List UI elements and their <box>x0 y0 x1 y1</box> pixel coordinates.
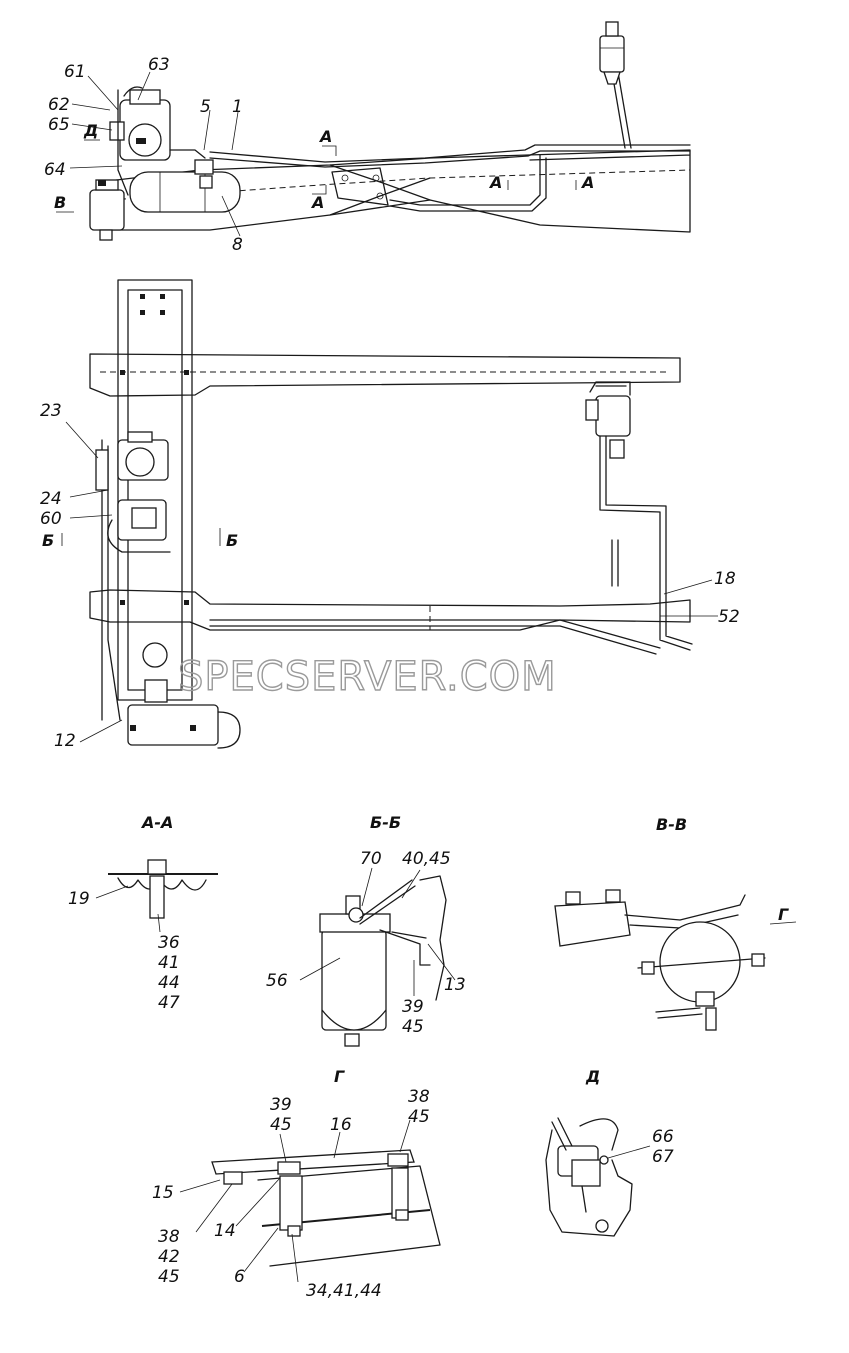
label-g-6: 6 <box>234 1267 245 1287</box>
bracket-bolt <box>376 192 384 200</box>
plan-right-filter <box>585 381 631 459</box>
label-44: 44 <box>158 973 180 993</box>
leader-lines-side <box>69 71 241 237</box>
label-36: 36 <box>158 933 180 953</box>
label-63: 63 <box>148 55 170 75</box>
marker-g: Г <box>778 905 789 924</box>
bracket-bolt <box>341 174 349 182</box>
label-13: 13 <box>444 975 466 995</box>
watermark-text: SPECSERVER.COM <box>178 654 557 700</box>
label-12: 12 <box>54 731 76 751</box>
marker-b-right: Б <box>226 531 238 550</box>
plan-pump-assembly <box>95 431 171 721</box>
top-filter <box>599 21 625 85</box>
front-filter-side <box>89 179 125 241</box>
label-64: 64 <box>44 160 66 180</box>
label-67: 67 <box>652 1147 674 1167</box>
marker-a-bottom: А <box>310 193 324 212</box>
label-g-15: 15 <box>152 1183 174 1203</box>
section-title-vv: В-В <box>656 815 687 834</box>
label-62: 62 <box>48 95 70 115</box>
plan-pipes-lower <box>209 619 661 655</box>
label-1: 1 <box>232 97 243 117</box>
label-8: 8 <box>232 235 243 255</box>
label-g-38a: 38 <box>408 1087 430 1107</box>
label-g-42: 42 <box>158 1247 180 1267</box>
label-g-45a: 45 <box>270 1115 292 1135</box>
marker-v: В <box>54 193 66 212</box>
label-70: 70 <box>360 849 382 869</box>
label-g-14: 14 <box>214 1221 236 1241</box>
label-45: 45 <box>402 1017 424 1037</box>
label-60: 60 <box>40 509 62 529</box>
plan-pipes-right <box>599 435 693 651</box>
leader-lines-plan <box>65 421 718 743</box>
filter-riser-pipe <box>611 71 632 149</box>
section-arrow-b <box>61 528 221 546</box>
fuel-pipe <box>209 144 691 168</box>
label-40-45: 40,45 <box>402 849 451 869</box>
marker-a-right2: А <box>580 173 594 192</box>
label-5: 5 <box>200 97 211 117</box>
side-view <box>56 21 691 241</box>
side-bracket <box>331 167 389 206</box>
label-39: 39 <box>402 997 424 1017</box>
label-g-39: 39 <box>270 1095 292 1115</box>
label-g-34-41-44: 34,41,44 <box>306 1281 382 1301</box>
label-24: 24 <box>40 489 62 509</box>
label-47: 47 <box>158 993 180 1013</box>
label-41: 41 <box>158 953 180 973</box>
air-tank-8 <box>129 159 241 213</box>
plan-view <box>61 279 718 749</box>
pump-assembly-side <box>109 86 206 196</box>
section-aa-view <box>95 859 218 933</box>
section-arrow-a-right <box>507 180 577 190</box>
label-66: 66 <box>652 1127 674 1147</box>
marker-d: Д <box>83 121 98 140</box>
plan-side-member-top <box>89 353 681 397</box>
label-g-45c: 45 <box>158 1267 180 1287</box>
marker-b-left: Б <box>42 531 54 550</box>
view-title-g: Г <box>334 1067 345 1086</box>
label-g-45b: 45 <box>408 1107 430 1127</box>
label-56: 56 <box>266 971 288 991</box>
section-arrow-a-bottom <box>312 185 327 195</box>
label-19: 19 <box>68 889 90 909</box>
section-vv-view <box>554 889 797 1031</box>
label-g-38b: 38 <box>158 1227 180 1247</box>
cross-member-holes <box>120 294 189 668</box>
label-18: 18 <box>714 569 736 589</box>
label-g-16: 16 <box>330 1115 352 1135</box>
section-title-bb: Б-Б <box>370 813 401 832</box>
label-52: 52 <box>718 607 740 627</box>
marker-a-right1: А <box>488 173 502 192</box>
view-d <box>545 1117 651 1237</box>
plan-rear-bracket <box>127 679 241 749</box>
bracket-bolt <box>372 174 380 182</box>
fuel-pipe-lower <box>389 154 547 212</box>
view-title-d: Д <box>585 1067 600 1086</box>
plan-side-member-bottom <box>89 589 691 631</box>
section-title-aa: А-А <box>140 813 173 832</box>
section-arrow-a-top <box>322 145 337 156</box>
marker-a-top: А <box>318 127 332 146</box>
label-23: 23 <box>40 401 62 421</box>
section-bb-view <box>299 867 456 1047</box>
plan-cross-member <box>117 279 193 701</box>
label-61: 61 <box>64 62 86 82</box>
view-g <box>179 1119 441 1283</box>
label-65: 65 <box>48 115 70 135</box>
